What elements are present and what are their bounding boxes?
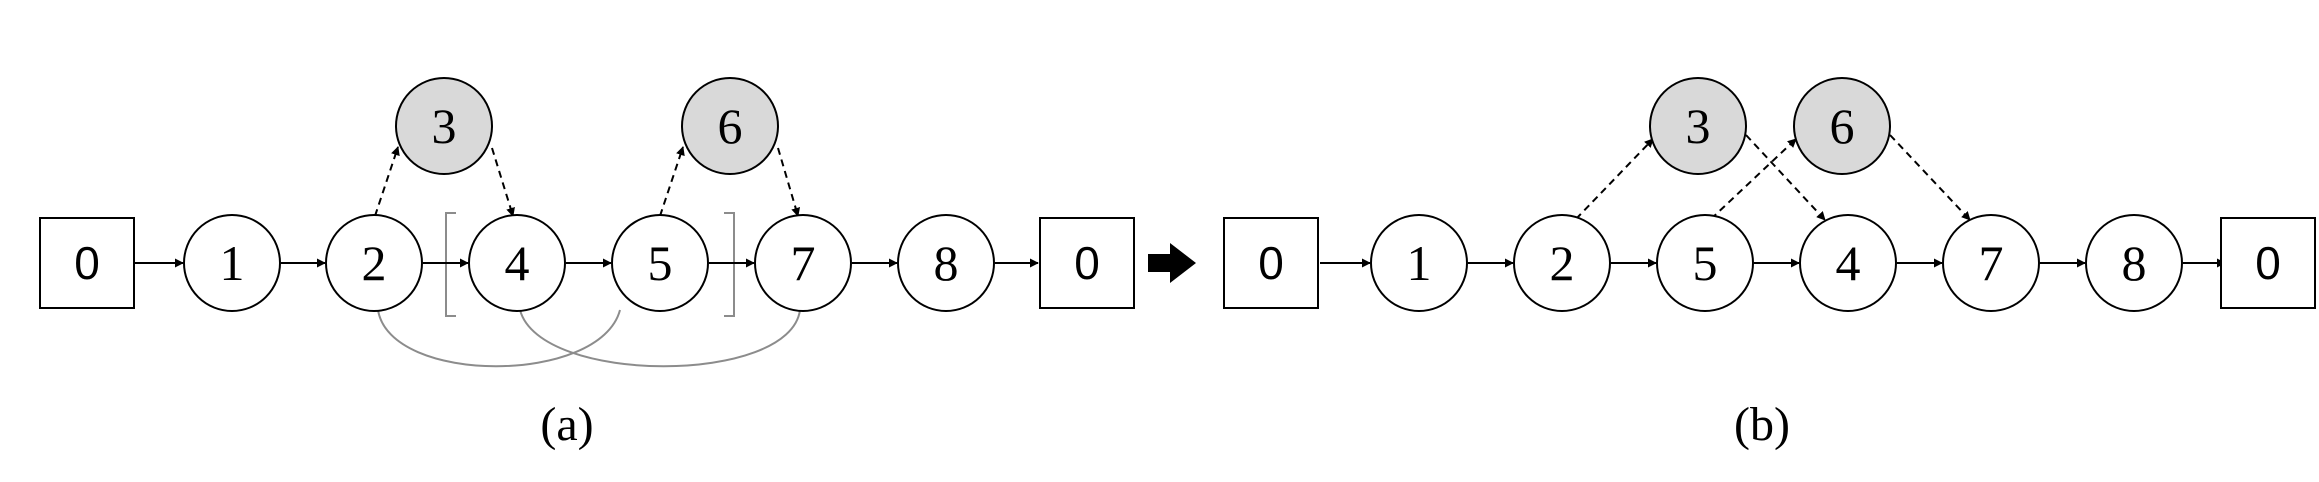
depot-b-end-box — [2220, 217, 2316, 309]
route-node: 1 — [183, 214, 281, 312]
depot-a-end-label: 0 — [1074, 237, 1100, 289]
route-node: 2 — [325, 214, 423, 312]
node-label: 4 — [505, 235, 530, 291]
route-node: 8 — [897, 214, 995, 312]
node-label: 3 — [432, 98, 457, 154]
node-label: 8 — [2122, 235, 2147, 291]
depot-a-end-box — [1039, 217, 1135, 309]
node-label: 4 — [1836, 235, 1861, 291]
dashed-edge-a-5-6 — [659, 146, 685, 217]
side-node: 3 — [395, 77, 493, 175]
route-node: 4 — [1799, 214, 1897, 312]
route-node: 7 — [754, 214, 852, 312]
swap-arc-2-5 — [377, 309, 621, 368]
caption-a: (a) — [540, 398, 593, 451]
node-label: 6 — [1830, 98, 1855, 154]
depot-b-start-box — [1223, 217, 1319, 309]
transform-arrow-icon — [1148, 243, 1196, 283]
route-node: 8 — [2085, 214, 2183, 312]
node-label: 7 — [1979, 235, 2004, 291]
transform-arrow — [1148, 243, 1196, 283]
bracket-right — [724, 212, 735, 317]
depot-a-start-box — [39, 217, 135, 309]
node-label: 6 — [718, 98, 743, 154]
node-label: 2 — [1550, 235, 1575, 291]
caption-b: (b) — [1734, 398, 1790, 451]
dashed-edge-b-2-3 — [1575, 138, 1654, 220]
route-node: 5 — [1656, 214, 1754, 312]
route-node: 7 — [1942, 214, 2040, 312]
dashed-edge-a-2-3 — [374, 146, 400, 217]
depot-b-start-label: 0 — [1258, 237, 1284, 289]
dashed-edge-b-5-6 — [1710, 138, 1797, 220]
route-node: 2 — [1513, 214, 1611, 312]
side-node: 6 — [681, 77, 779, 175]
panel-a: 0 0 1 2 4 5 7 8 3 6 (a) — [39, 77, 1135, 451]
dashed-edge-b-3-4 — [1745, 134, 1826, 221]
route-node: 1 — [1370, 214, 1468, 312]
node-label: 5 — [1693, 235, 1718, 291]
node-label: 1 — [220, 235, 245, 291]
node-label: 5 — [648, 235, 673, 291]
node-label: 8 — [934, 235, 959, 291]
side-node: 3 — [1649, 77, 1747, 175]
node-label: 3 — [1686, 98, 1711, 154]
dashed-edge-b-6-7 — [1889, 134, 1971, 221]
node-label: 2 — [362, 235, 387, 291]
node-label: 7 — [791, 235, 816, 291]
bracket-left — [445, 212, 456, 317]
node-label: 1 — [1407, 235, 1432, 291]
depot-b-end-label: 0 — [2255, 237, 2281, 289]
depot-a-start-label: 0 — [74, 237, 100, 289]
dashed-edge-a-3-4 — [491, 147, 515, 217]
panel-b: 0 0 1 2 5 4 7 8 3 6 (b) — [1223, 77, 2316, 451]
route-node: 5 — [611, 214, 709, 312]
swap-arc-4-7 — [519, 309, 801, 368]
route-node: 4 — [468, 214, 566, 312]
side-node: 6 — [1793, 77, 1891, 175]
dashed-edge-a-6-7 — [777, 147, 801, 217]
